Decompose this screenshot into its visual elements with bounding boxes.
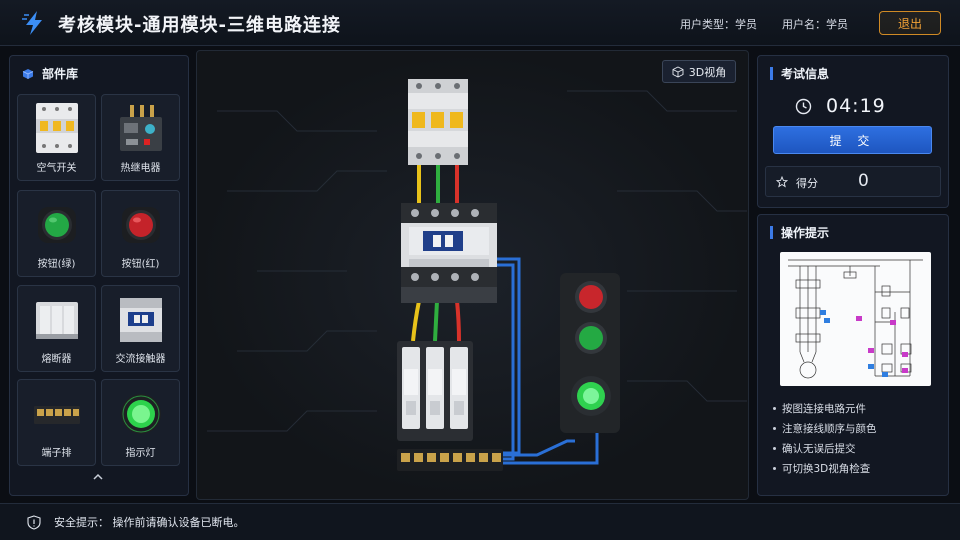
- lightning-logo-icon: [22, 11, 42, 35]
- submit-button[interactable]: 提 交: [773, 126, 932, 154]
- shield-icon: [27, 515, 41, 530]
- part-card-contactor[interactable]: 交流接触器: [101, 285, 180, 372]
- red-button-icon: [122, 207, 160, 243]
- green-button-icon: [38, 207, 76, 243]
- library-title: 部件库: [42, 67, 79, 81]
- app-header: 考核模块-通用模块-三维电路连接 用户类型：学员 用户名：学员 退出: [0, 0, 960, 46]
- fuse-icon: [36, 302, 78, 339]
- terminal-block-3d[interactable]: [397, 449, 503, 471]
- exam-timer: 04:19: [795, 95, 886, 117]
- cube-icon: [22, 68, 34, 79]
- chevron-up-icon[interactable]: [91, 472, 105, 482]
- circuit-canvas[interactable]: [196, 50, 749, 500]
- contactor-3d[interactable]: [401, 203, 497, 303]
- terminal-block-icon: [34, 406, 80, 424]
- score-label: 得分: [796, 177, 818, 190]
- indicator-lamp-icon: [121, 394, 161, 434]
- tip-item: 确认无误后提交: [773, 441, 856, 456]
- part-card-indicator-lamp[interactable]: 指示灯: [101, 379, 180, 466]
- star-icon: [776, 176, 788, 188]
- part-card-terminal-block[interactable]: 端子排: [17, 379, 96, 466]
- tip-item: 可切换3D视角检查: [773, 461, 870, 476]
- wires-blue: [497, 257, 599, 465]
- part-card-fuse[interactable]: 熔断器: [17, 285, 96, 372]
- thermal-relay-icon: [120, 105, 162, 151]
- circuit-scene: [207, 79, 747, 471]
- exam-info-title: 考试信息: [781, 67, 830, 81]
- tips-title: 操作提示: [781, 226, 830, 240]
- button-station-3d[interactable]: [560, 273, 620, 433]
- page-title: 考核模块-通用模块-三维电路连接: [58, 15, 341, 36]
- tip-item: 按图连接电路元件: [773, 401, 866, 416]
- wiring-diagram-image: [780, 252, 931, 386]
- tip-item: 注意接线顺序与颜色: [773, 421, 877, 436]
- contactor-icon: [120, 298, 162, 342]
- clock-icon: [795, 98, 812, 114]
- cube-outline-icon: [672, 65, 684, 78]
- part-card-thermal-relay[interactable]: 热继电器: [101, 94, 180, 181]
- user-name-label: 用户名：学员: [782, 18, 848, 31]
- safety-footer: 安全提示： 操作前请确认设备已断电。: [0, 503, 960, 540]
- wires-top: [417, 161, 459, 206]
- air-switch-icon: [36, 103, 78, 153]
- score-value: 0: [858, 171, 869, 191]
- part-card-red-button[interactable]: 按钮(红): [101, 190, 180, 277]
- part-card-green-button[interactable]: 按钮(绿): [17, 190, 96, 277]
- fuses-3d[interactable]: [397, 341, 473, 441]
- timer-value: 04:19: [826, 95, 886, 117]
- wires-middle: [411, 300, 461, 342]
- part-card-air-switch[interactable]: 空气开关: [17, 94, 96, 181]
- score-box: 得分 0: [765, 166, 941, 197]
- circuit-breaker-3d[interactable]: [408, 79, 468, 165]
- exit-button[interactable]: 退出: [879, 11, 941, 35]
- view-3d-button[interactable]: 3D视角: [662, 60, 736, 83]
- safety-text: 安全提示： 操作前请确认设备已断电。: [54, 516, 245, 529]
- user-type-label: 用户类型：学员: [680, 18, 757, 31]
